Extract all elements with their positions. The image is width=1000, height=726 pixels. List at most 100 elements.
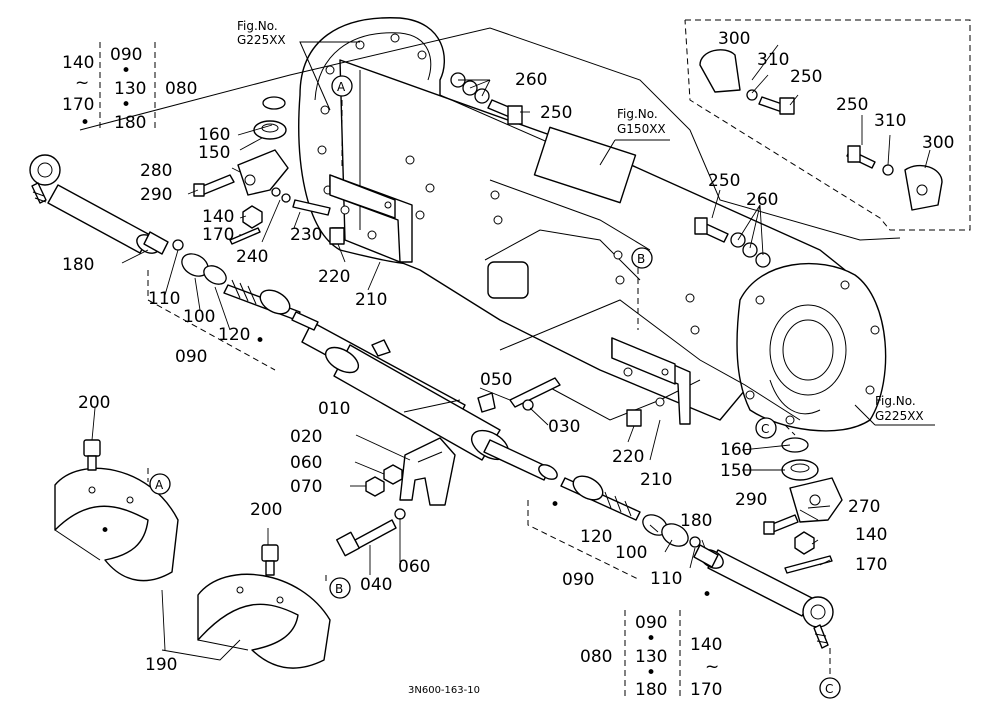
label-160-right: 160: [720, 440, 752, 460]
label-190: 190: [145, 655, 177, 675]
label-170-left: 170: [62, 95, 94, 115]
group-outline-upper: [79, 27, 901, 241]
svg-text:A: A: [337, 80, 346, 94]
label-310-top: 310: [757, 50, 789, 70]
fitting-220-left: [329, 227, 345, 245]
dot-left-rod: •: [255, 331, 265, 351]
label-250-top: 250: [540, 103, 572, 123]
label-120-left: 120: [218, 325, 250, 345]
ring-120-left: [203, 265, 227, 285]
callout-c-right: C: [755, 417, 777, 439]
label-180-left-stack: 180: [114, 113, 146, 133]
callout-c-bottom: C: [819, 677, 841, 699]
callout-a-top: A: [331, 75, 353, 97]
tie-rod-tube-left: [29, 154, 169, 255]
label-130-left: 130: [114, 79, 146, 99]
steering-cylinder-010: [301, 321, 558, 481]
label-290-right: 290: [735, 490, 767, 510]
label-010: 010: [318, 399, 350, 419]
dot-left-3: •: [121, 95, 131, 115]
fig-ref-center-line2: G150XX: [617, 122, 666, 136]
label-220-right: 220: [612, 447, 644, 467]
label-270: 270: [848, 497, 880, 517]
label-250-box-2: 250: [836, 95, 868, 115]
label-090-right-stack: 090: [635, 613, 667, 633]
label-200-left: 200: [78, 393, 110, 413]
label-210-left: 210: [355, 290, 387, 310]
callout-a-cover: A: [149, 473, 171, 495]
bolt-200-right: [261, 544, 279, 576]
callout-b-top: B: [631, 247, 653, 269]
label-180-right: 180: [680, 511, 712, 531]
fig-ref-center-line1: Fig.No.: [617, 107, 658, 121]
label-100-right: 100: [615, 543, 647, 563]
knuckle-arm-left-280: [237, 96, 289, 196]
fig-ref-leader-center: [599, 139, 670, 166]
dot-right-3: •: [702, 585, 712, 605]
bolts-right-center: [694, 217, 771, 268]
bracket-right-210: [611, 337, 691, 425]
drawing-code: 3N600-163-10: [408, 685, 480, 696]
label-110-left: 110: [148, 289, 180, 309]
fig-ref-right-line2: G225XX: [875, 409, 924, 423]
label-020: 020: [290, 427, 322, 447]
callout-b-cover: B: [329, 577, 351, 599]
label-130-right: 130: [635, 647, 667, 667]
label-170-right-stack: 170: [690, 680, 722, 700]
label-230: 230: [290, 225, 322, 245]
label-030: 030: [548, 417, 580, 437]
label-260-top: 260: [515, 70, 547, 90]
fig-ref-right-line1: Fig.No.: [875, 394, 916, 408]
label-090-left: 090: [175, 347, 207, 367]
label-150-left: 150: [198, 143, 230, 163]
tilde-right: ~: [705, 657, 719, 677]
svg-text:B: B: [335, 582, 343, 596]
label-090-left-stack: 090: [110, 45, 142, 65]
fig-ref-top-left-line1: Fig.No.: [237, 19, 278, 33]
label-110-right: 110: [650, 569, 682, 589]
label-120-right: 120: [580, 527, 612, 547]
label-310-box: 310: [874, 111, 906, 131]
dot-left-cover: •: [100, 521, 110, 541]
svg-text:A: A: [155, 478, 164, 492]
dot-right-rod: •: [550, 495, 560, 515]
fig-ref-leader-left: [299, 41, 360, 111]
nuts-060-070: [365, 464, 406, 520]
tie-rod-end-right: [560, 475, 641, 521]
label-140-right-part: 140: [855, 525, 887, 545]
label-180-right-stack: 180: [635, 680, 667, 700]
label-300-box: 300: [922, 133, 954, 153]
label-170-right-part: 170: [855, 555, 887, 575]
yoke-020: [399, 437, 456, 506]
label-250-right: 250: [708, 171, 740, 191]
label-080-left: 080: [165, 79, 197, 99]
group-090-left-bracket: [147, 270, 276, 371]
label-140-left-part: 140: [202, 207, 234, 227]
label-160-left: 160: [198, 125, 230, 145]
label-040: 040: [360, 575, 392, 595]
label-210-right: 210: [640, 470, 672, 490]
dashed-group-box-top-right: [684, 19, 971, 231]
group-090-right-bracket: [527, 500, 641, 581]
dot-left-2: •: [121, 61, 131, 81]
guard-cover-190-right: [197, 573, 331, 669]
tilde-left: ~: [75, 73, 89, 93]
svg-text:C: C: [825, 682, 833, 696]
label-260-right: 260: [746, 190, 778, 210]
label-250-box: 250: [790, 67, 822, 87]
fig-ref-leader-right: [854, 404, 935, 426]
label-060-upper: 060: [290, 453, 322, 473]
grease-rod-050: [509, 377, 561, 408]
label-090-right: 090: [562, 570, 594, 590]
label-200-right: 200: [250, 500, 282, 520]
dot-right-1: •: [646, 629, 656, 649]
label-170-left-part: 170: [202, 225, 234, 245]
stopper-300-upper: [699, 49, 795, 115]
fig-ref-top-left-line2: G225XX: [237, 33, 286, 47]
ref-arrow-c-right: [784, 424, 796, 436]
label-140-left: 140: [62, 53, 94, 73]
label-290-left: 290: [140, 185, 172, 205]
clip-110-left: [172, 239, 184, 251]
